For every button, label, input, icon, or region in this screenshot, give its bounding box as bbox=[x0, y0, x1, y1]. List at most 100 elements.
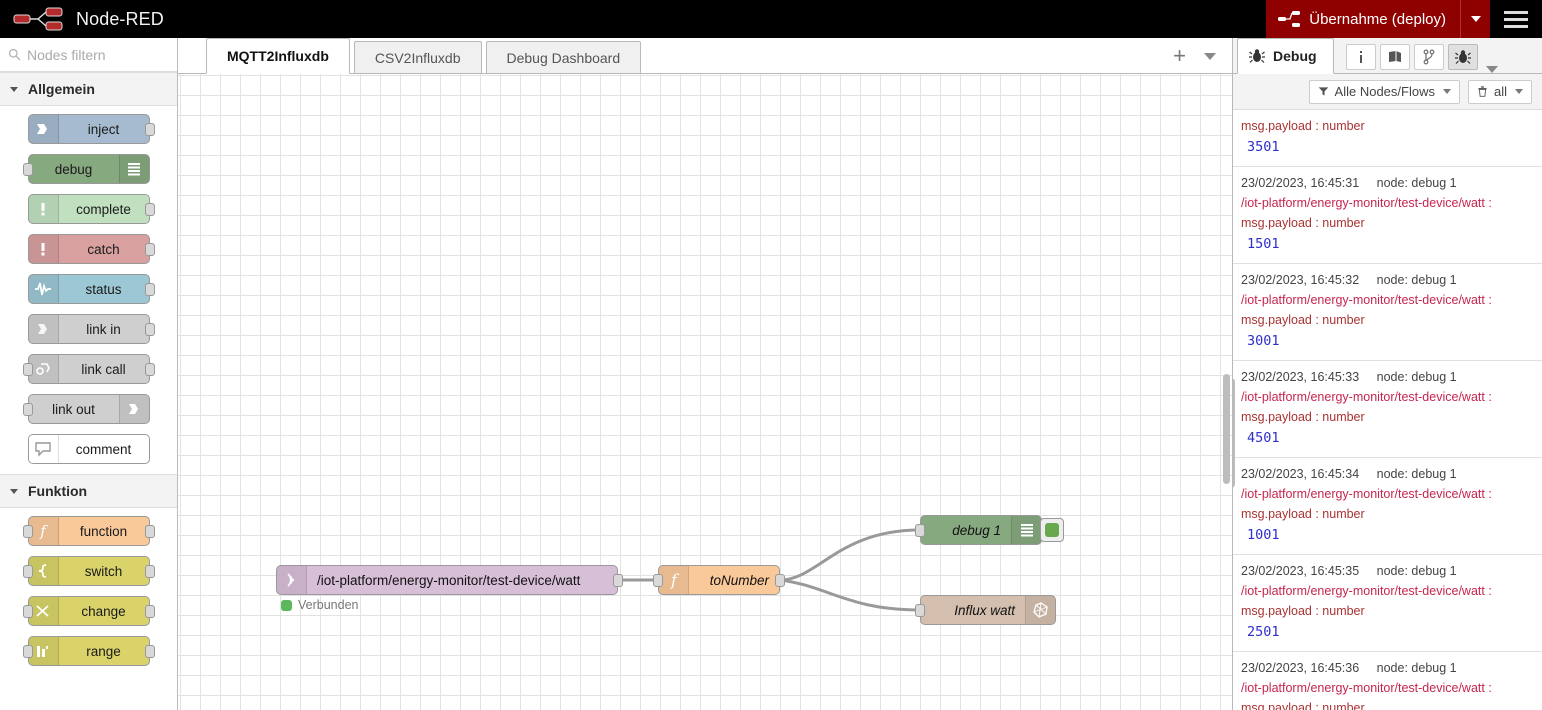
debug-active-toggle[interactable] bbox=[1040, 518, 1064, 542]
node-output-port[interactable] bbox=[775, 574, 785, 587]
debug-message[interactable]: 23/02/2023, 16:45:32 node: debug 1 /iot-… bbox=[1233, 264, 1542, 361]
palette-node-range[interactable]: range bbox=[22, 636, 155, 666]
node-input-port[interactable] bbox=[22, 163, 33, 176]
node-input-port[interactable] bbox=[22, 605, 33, 618]
palette-node-function[interactable]: f function bbox=[22, 516, 155, 546]
flow-node-mqtt-in[interactable]: /iot-platform/energy-monitor/test-device… bbox=[276, 565, 623, 612]
debug-message[interactable]: 23/02/2023, 16:45:34 node: debug 1 /iot-… bbox=[1233, 458, 1542, 555]
sidebar-tabs-menu-caret[interactable] bbox=[1485, 66, 1498, 73]
palette-node-switch[interactable]: switch bbox=[22, 556, 155, 586]
debug-message-value: 4501 bbox=[1247, 430, 1280, 446]
debug-message-meta: 23/02/2023, 16:45:32 node: debug 1 bbox=[1241, 270, 1535, 290]
deploy-options-button[interactable] bbox=[1460, 0, 1490, 38]
flow-node-label: debug 1 bbox=[952, 522, 1001, 538]
tab-csv2influxdb[interactable]: CSV2Influxdb bbox=[353, 41, 482, 73]
flow-wires bbox=[618, 528, 921, 612]
debug-message-meta: 23/02/2023, 16:45:35 node: debug 1 bbox=[1241, 561, 1535, 581]
sidebar-tab-info[interactable] bbox=[1345, 44, 1376, 70]
debug-message-node: node: debug 1 bbox=[1376, 467, 1457, 481]
node-input-port[interactable] bbox=[915, 604, 925, 617]
node-output-port[interactable] bbox=[144, 203, 155, 216]
tab-debug-dashboard[interactable]: Debug Dashboard bbox=[485, 41, 642, 73]
palette-node-comment[interactable]: comment bbox=[27, 434, 150, 464]
node-output-port[interactable] bbox=[144, 363, 155, 376]
flow-node-influx-watt[interactable]: Influx watt bbox=[915, 595, 1056, 625]
node-input-port[interactable] bbox=[22, 363, 33, 376]
palette-node-link-call[interactable]: link call bbox=[22, 354, 155, 384]
tab-actions: + bbox=[1173, 45, 1232, 73]
debug-message[interactable]: 23/02/2023, 16:45:36 node: debug 1 /iot-… bbox=[1233, 652, 1542, 710]
node-palette: Allgemein inject debug bbox=[0, 38, 178, 710]
sidebar-icon-tabs bbox=[1345, 44, 1478, 73]
flow-node-debug-1[interactable]: debug 1 bbox=[915, 515, 1064, 545]
node-output-port[interactable] bbox=[144, 525, 155, 538]
palette-search[interactable] bbox=[0, 38, 177, 72]
inject-arrow-icon bbox=[28, 115, 59, 143]
node-input-port[interactable] bbox=[22, 525, 33, 538]
node-input-port[interactable] bbox=[22, 403, 33, 416]
debug-message[interactable]: 23/02/2023, 16:45:33 node: debug 1 /iot-… bbox=[1233, 361, 1542, 458]
debug-filter-label: Alle Nodes/Flows bbox=[1334, 84, 1435, 99]
debug-clear-dropdown[interactable]: all bbox=[1467, 79, 1532, 104]
debug-message-meta: 23/02/2023, 16:45:33 node: debug 1 bbox=[1241, 367, 1535, 387]
debug-vertical-scrollbar[interactable] bbox=[1233, 378, 1235, 488]
chevron-down-icon bbox=[1470, 16, 1481, 22]
node-input-port[interactable] bbox=[653, 574, 663, 587]
deploy-label: Übernahme (deploy) bbox=[1309, 10, 1446, 28]
node-input-port[interactable] bbox=[915, 524, 925, 537]
node-output-port[interactable] bbox=[144, 243, 155, 256]
node-output-port[interactable] bbox=[144, 645, 155, 658]
deploy-button[interactable]: Übernahme (deploy) bbox=[1266, 0, 1460, 38]
debug-filter-dropdown[interactable]: Alle Nodes/Flows bbox=[1308, 79, 1460, 104]
tab-mqtt2influxdb[interactable]: MQTT2Influxdb bbox=[206, 38, 350, 74]
sidebar-tab-help[interactable] bbox=[1379, 44, 1410, 70]
range-icon bbox=[28, 637, 59, 665]
search-icon bbox=[8, 48, 21, 61]
debug-message[interactable]: 23/02/2023, 16:45:31 node: debug 1 /iot-… bbox=[1233, 167, 1542, 264]
plus-icon[interactable]: + bbox=[1173, 43, 1186, 68]
debug-message-topic: /iot-platform/energy-monitor/test-device… bbox=[1241, 293, 1492, 307]
chevron-down-icon bbox=[10, 86, 18, 92]
node-output-port[interactable] bbox=[144, 283, 155, 296]
palette-node-label: link call bbox=[81, 361, 126, 377]
search-input[interactable] bbox=[27, 46, 167, 63]
palette-node-catch[interactable]: catch bbox=[27, 234, 155, 264]
palette-node-inject[interactable]: inject bbox=[27, 114, 155, 144]
debug-message-list[interactable]: msg.payload : number 3501 23/02/2023, 16… bbox=[1233, 110, 1542, 710]
svg-text:f: f bbox=[670, 571, 680, 589]
main-menu-button[interactable] bbox=[1490, 0, 1542, 38]
debug-message[interactable]: msg.payload : number 3501 bbox=[1233, 110, 1542, 167]
node-output-port[interactable] bbox=[144, 123, 155, 136]
debug-message[interactable]: 23/02/2023, 16:45:35 node: debug 1 /iot-… bbox=[1233, 555, 1542, 652]
palette-node-complete[interactable]: complete bbox=[27, 194, 155, 224]
debug-message-topic: /iot-platform/energy-monitor/test-device… bbox=[1241, 196, 1492, 210]
node-input-port[interactable] bbox=[22, 645, 33, 658]
hamburger-menu-icon bbox=[1504, 10, 1528, 14]
sidebar-tab-git[interactable] bbox=[1413, 44, 1444, 70]
debug-message-property: msg.payload : number bbox=[1241, 701, 1365, 710]
node-input-port[interactable] bbox=[22, 565, 33, 578]
sidebar-tab-debug-icon[interactable] bbox=[1447, 44, 1478, 70]
flow-canvas[interactable]: /iot-platform/energy-monitor/test-device… bbox=[178, 74, 1232, 710]
switch-icon bbox=[28, 557, 59, 585]
node-output-port[interactable] bbox=[144, 565, 155, 578]
palette-category-funktion[interactable]: Funktion bbox=[0, 474, 177, 508]
node-output-port[interactable] bbox=[144, 605, 155, 618]
sidebar-tab-debug[interactable]: Debug bbox=[1237, 38, 1334, 74]
node-output-port[interactable] bbox=[613, 574, 623, 587]
debug-sidebar: Debug bbox=[1232, 38, 1542, 710]
palette-node-status[interactable]: status bbox=[27, 274, 155, 304]
palette-node-change[interactable]: change bbox=[22, 596, 155, 626]
chevron-down-icon[interactable] bbox=[1204, 52, 1216, 60]
palette-category-allgemein[interactable]: Allgemein bbox=[0, 72, 177, 106]
palette-node-debug[interactable]: debug bbox=[22, 154, 150, 184]
flow-node-to-number[interactable]: f toNumber bbox=[653, 565, 785, 595]
node-output-port[interactable] bbox=[144, 323, 155, 336]
palette-node-link-out[interactable]: link out bbox=[22, 394, 150, 424]
palette-category-label: Allgemein bbox=[28, 81, 95, 97]
debug-message-timestamp: 23/02/2023, 16:45:31 bbox=[1241, 176, 1360, 190]
palette-node-link-in[interactable]: link in bbox=[27, 314, 155, 344]
deploy-icon bbox=[1278, 11, 1301, 27]
canvas-vertical-scrollbar[interactable] bbox=[1223, 374, 1230, 484]
palette-node-label: status bbox=[85, 281, 122, 297]
